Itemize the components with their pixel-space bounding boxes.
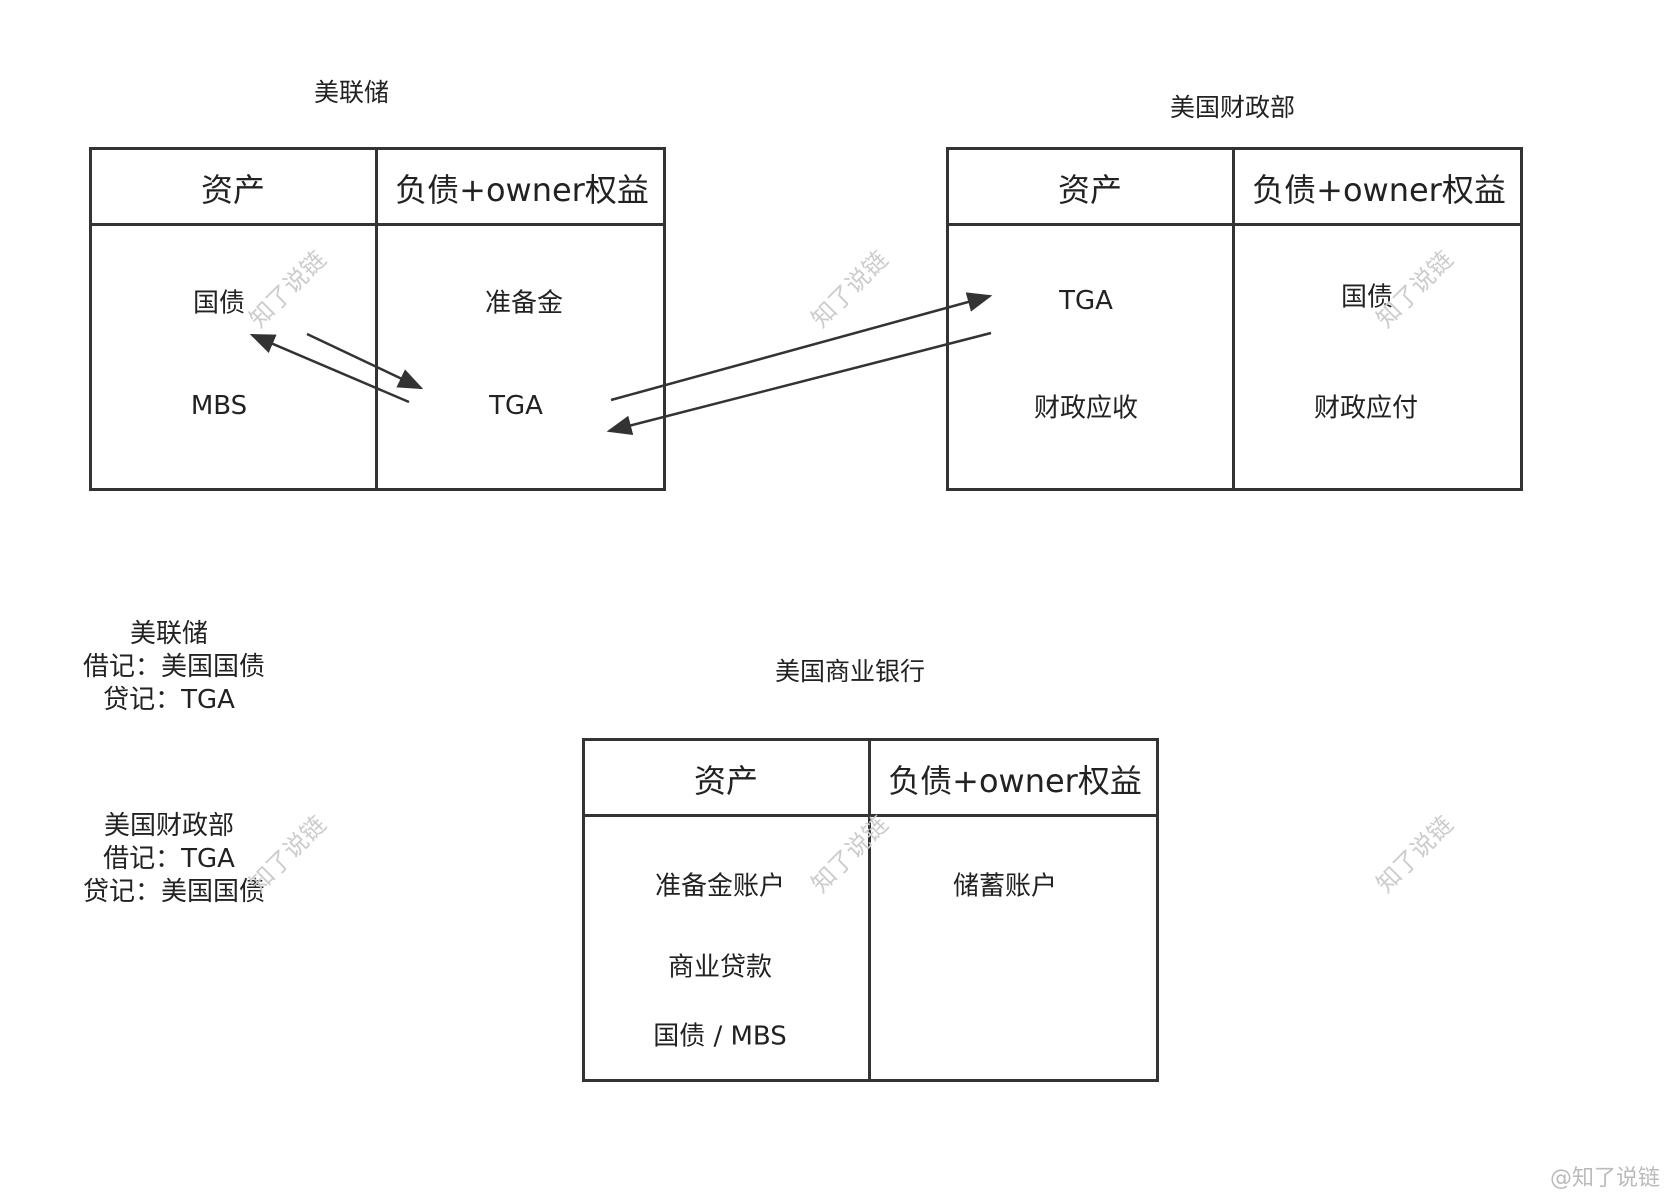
bank-divider-horizontal xyxy=(585,814,1156,817)
bank-asset-header: 资产 xyxy=(693,762,759,800)
fed-divider-vertical xyxy=(375,150,378,488)
treasury-liab-item: 财政应付 xyxy=(1313,393,1419,424)
treasury-entry-title: 美国财政部 xyxy=(103,811,234,841)
treasury-divider-vertical xyxy=(1232,150,1235,488)
fed-liab-item: TGA xyxy=(489,391,543,421)
arrow-fed-tga-to-treasury-tga xyxy=(610,292,993,402)
fed-entry-title: 美联储 xyxy=(129,619,208,649)
fed-asset-item: 国债 xyxy=(192,288,246,319)
arrow-treasury-tga-to-fed-tga xyxy=(606,331,992,436)
bank-liab-header: 负债+owner权益 xyxy=(888,762,1142,800)
treasury-asset-item: 财政应收 xyxy=(1033,393,1139,424)
fed-title: 美联储 xyxy=(314,78,390,107)
corner-watermark: @知了说链 xyxy=(1549,1166,1660,1191)
bank-asset-item: 商业贷款 xyxy=(667,952,773,983)
fed-asset-header: 资产 xyxy=(200,171,266,209)
arrow-tga-to-treasury xyxy=(249,333,410,404)
treasury-journal-entry: 美国财政部 借记：TGA 贷记：美国国债 xyxy=(83,810,266,909)
fed-liab-header: 负债+owner权益 xyxy=(395,171,649,209)
treasury-liab-header: 负债+owner权益 xyxy=(1252,171,1506,209)
bank-asset-item: 准备金账户 xyxy=(654,871,786,902)
treasury-liab-item: 国债 xyxy=(1340,282,1394,313)
treasury-asset-item: TGA xyxy=(1059,286,1113,316)
treasury-title: 美国财政部 xyxy=(1170,93,1296,122)
treasury-entry-debit: 借记：TGA xyxy=(103,844,235,874)
fed-journal-entry: 美联储 借记：美国国债 贷记：TGA xyxy=(83,618,266,717)
fed-entry-debit: 借记：美国国债 xyxy=(83,652,266,682)
fed-t-account: 资产 负债+owner权益 国债 MBS 准备金 TGA xyxy=(89,147,666,491)
bank-divider-vertical xyxy=(868,741,871,1079)
fed-entry-credit: 贷记：TGA xyxy=(103,685,235,715)
fed-liab-item: 准备金 xyxy=(484,288,564,319)
treasury-divider-horizontal xyxy=(949,223,1520,226)
bank-liab-item: 储蓄账户 xyxy=(952,871,1058,902)
fed-divider-horizontal xyxy=(92,223,663,226)
treasury-t-account: 资产 负债+owner权益 TGA 财政应收 国债 财政应付 xyxy=(946,147,1523,491)
bank-title: 美国商业银行 xyxy=(775,657,926,686)
fed-asset-item: MBS xyxy=(190,391,248,421)
bank-asset-item: 国债 / MBS xyxy=(653,1021,787,1052)
treasury-asset-header: 资产 xyxy=(1057,171,1123,209)
arrow-treasury-to-tga xyxy=(306,332,424,390)
treasury-entry-credit: 贷记：美国国债 xyxy=(83,877,266,907)
bank-t-account: 资产 负债+owner权益 准备金账户 商业贷款 国债 / MBS 储蓄账户 xyxy=(582,738,1159,1082)
